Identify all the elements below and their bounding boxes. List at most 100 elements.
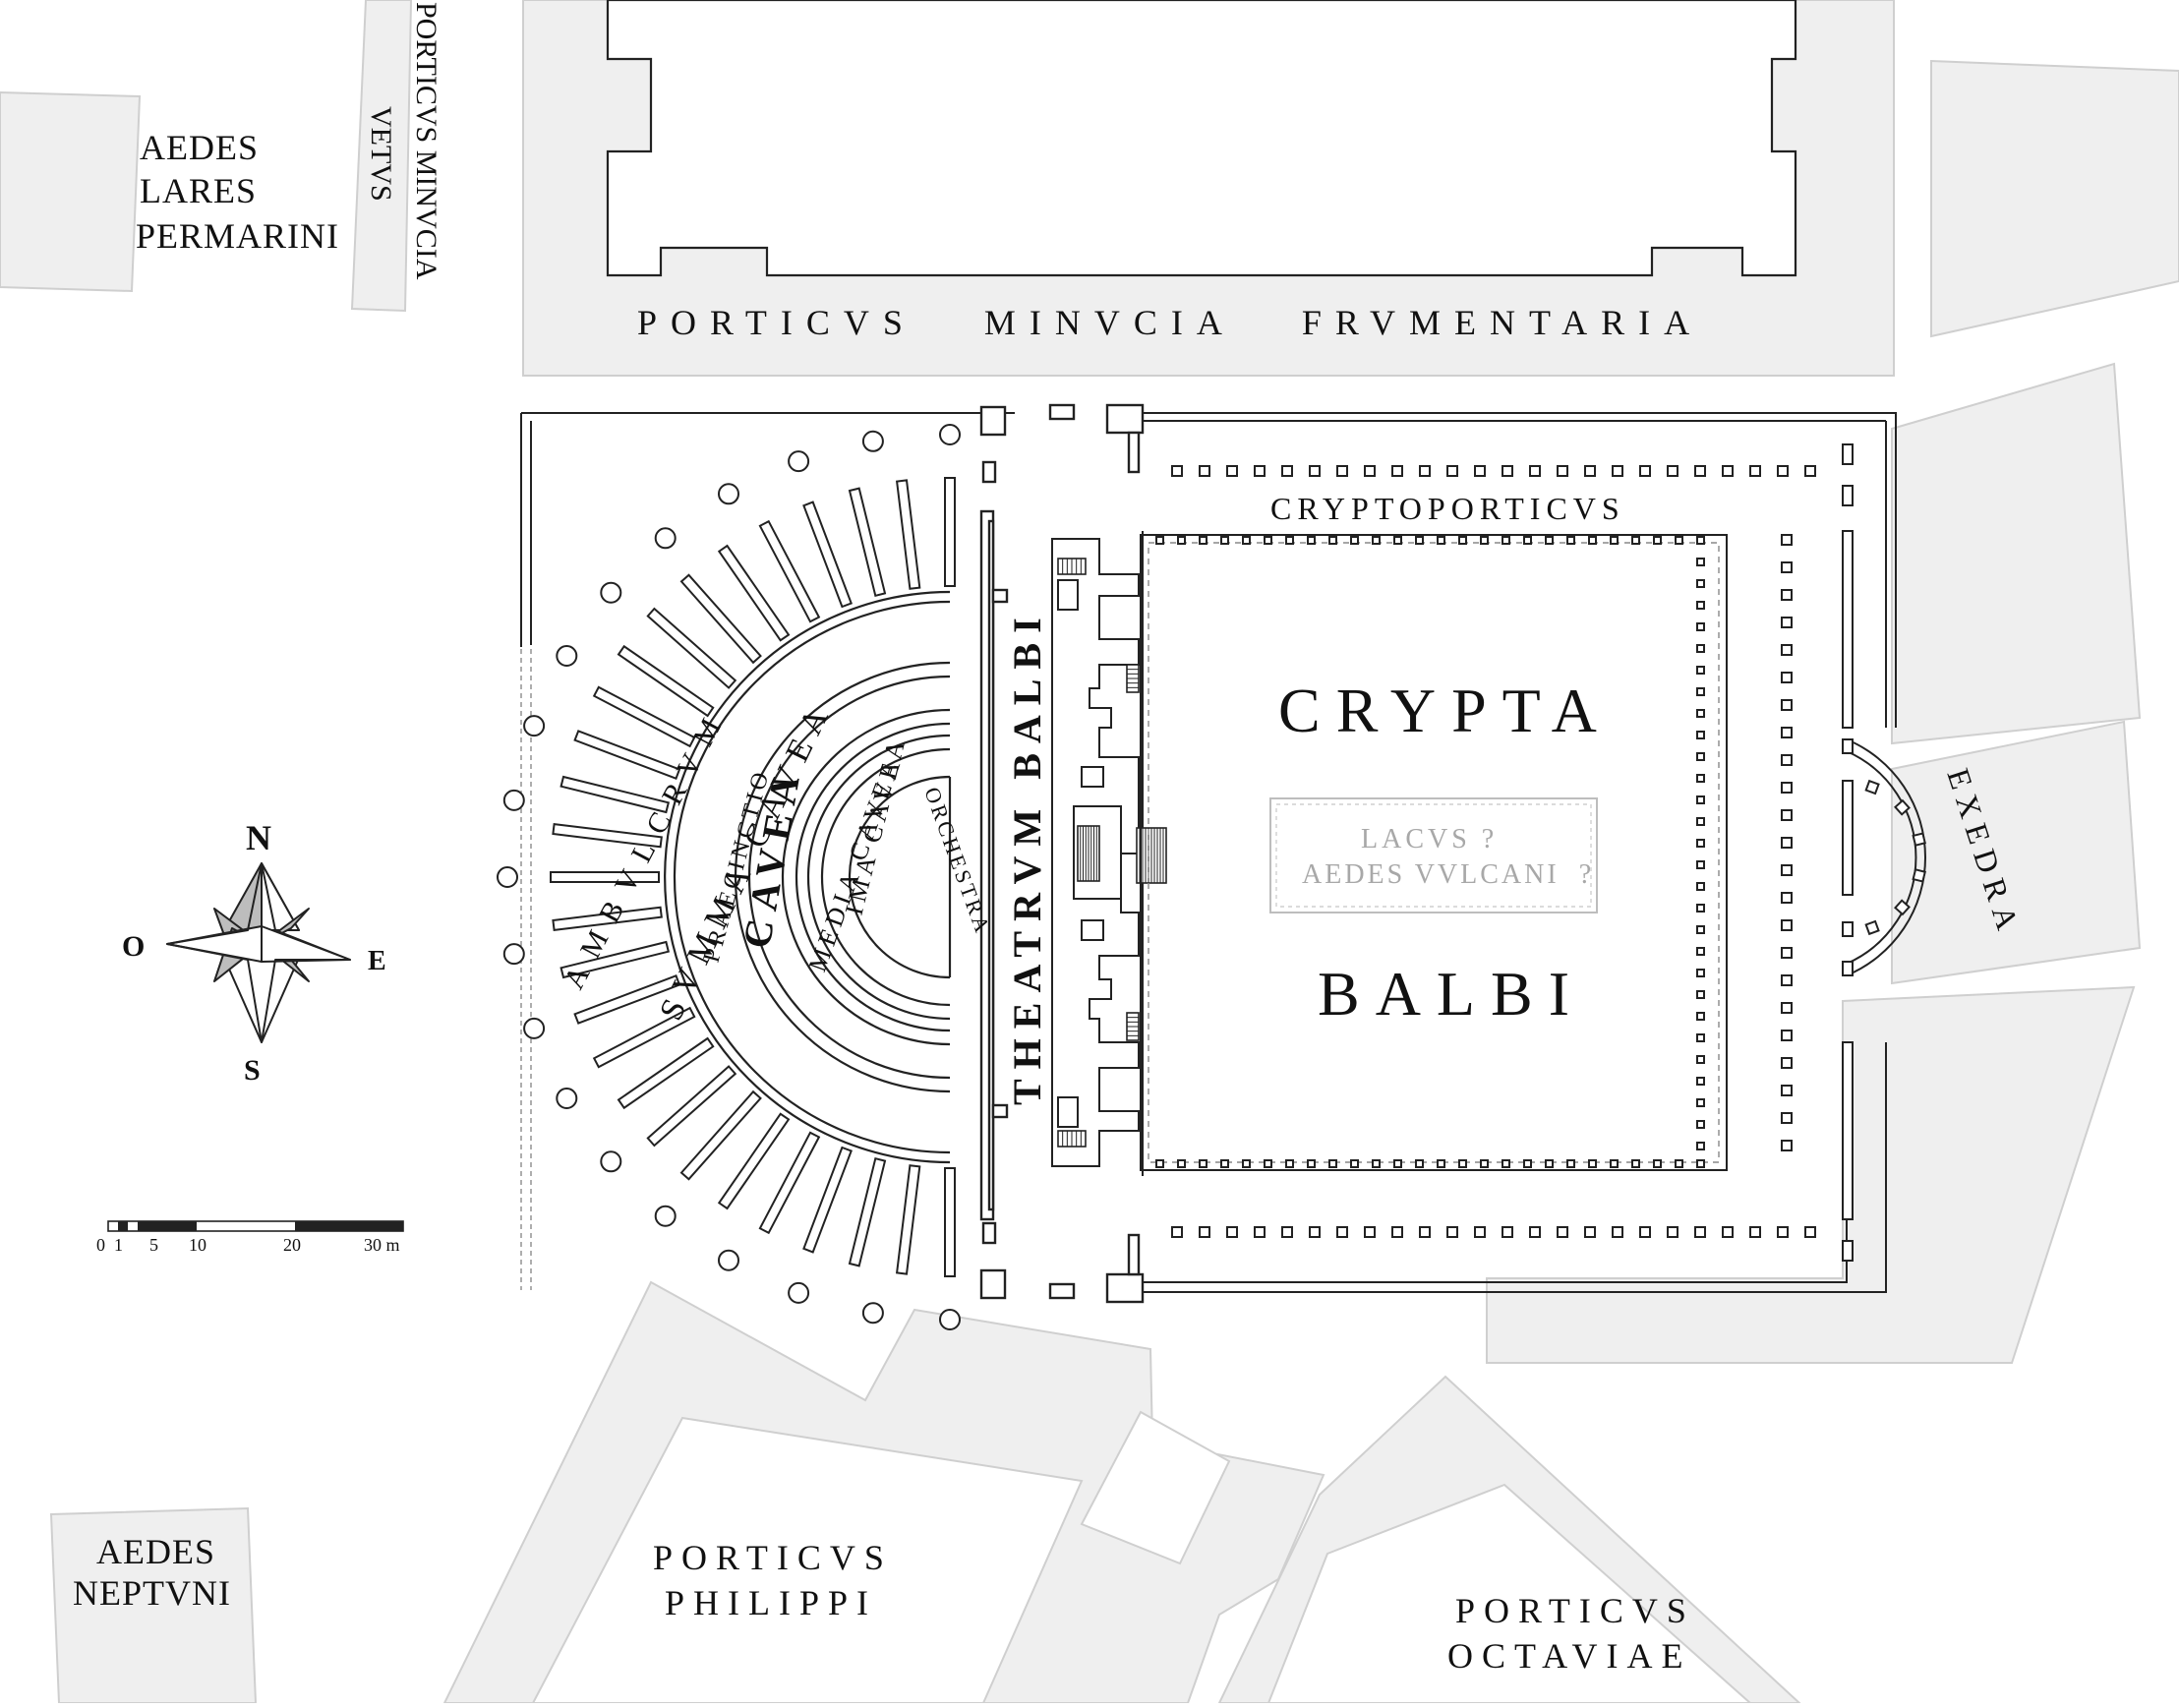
pier (1696, 622, 1705, 631)
portico-column (1529, 1226, 1541, 1238)
pier (1696, 1055, 1705, 1064)
scale-tick-20: 20 (283, 1235, 301, 1255)
portico-column (1781, 809, 1793, 821)
ambulacrum-column (502, 943, 525, 966)
pier (1696, 882, 1705, 891)
pier (1696, 579, 1705, 588)
portico-column (1781, 699, 1793, 711)
ambulacrum-column (556, 1088, 578, 1109)
portico-column (1781, 947, 1793, 959)
portico-column (1781, 1057, 1793, 1069)
theatrum-balbi-complex (497, 403, 1926, 1330)
label-aedes-vulcani: AEDES VVLCANI ? (1302, 859, 1594, 890)
pier (1199, 1159, 1207, 1168)
portico-column (1391, 1226, 1403, 1238)
pier (1696, 558, 1705, 566)
compass-icon (166, 862, 351, 1043)
portico-column (1781, 919, 1793, 931)
compass-o: O (122, 930, 145, 963)
exedra-structure (1842, 443, 1926, 1262)
pier (1631, 536, 1640, 545)
pier (1696, 731, 1705, 739)
portico-column (1226, 465, 1238, 477)
radial-wall (559, 940, 671, 979)
porticus-minucia-court (606, 0, 1797, 277)
east-block-4 (1486, 985, 2136, 1364)
radial-wall (717, 544, 791, 642)
entrance-piers (979, 403, 1145, 1304)
portico-column (1474, 465, 1486, 477)
radial-wall (552, 822, 663, 849)
pier (1545, 536, 1554, 545)
pier (1696, 860, 1705, 869)
pier (1415, 536, 1424, 545)
radial-wall (617, 1036, 715, 1110)
pier (991, 588, 1009, 604)
pier (1458, 1159, 1467, 1168)
ambulacrum-column (788, 1281, 810, 1304)
portico-column (1336, 465, 1348, 477)
radial-wall (848, 487, 887, 598)
portico-column (1364, 1226, 1376, 1238)
portico-column (1781, 1002, 1793, 1014)
pier (1264, 1159, 1272, 1168)
pier (1653, 536, 1662, 545)
portico-column (1781, 1030, 1793, 1041)
portico-column (1667, 1226, 1678, 1238)
pier (1393, 1159, 1402, 1168)
portico-column (1781, 1112, 1793, 1124)
pier (1696, 1098, 1705, 1107)
radial-wall (944, 477, 956, 587)
pier (1696, 1077, 1705, 1086)
ambulacrum-column (654, 1205, 677, 1227)
ambulacrum-columns (497, 424, 961, 1330)
portico-column (1781, 561, 1793, 573)
pier (1696, 990, 1705, 999)
portico-column (1199, 465, 1210, 477)
pier (1458, 536, 1467, 545)
portico-column (1722, 465, 1734, 477)
radial-wall (646, 1065, 737, 1148)
pier (1696, 947, 1705, 956)
portico-column (1474, 1226, 1486, 1238)
pier (991, 1103, 1009, 1119)
pier (1696, 817, 1705, 826)
portico-column (1749, 1226, 1761, 1238)
radial-wall (802, 501, 853, 609)
compass-rose: N S E O (122, 818, 386, 1087)
cavea-walls (663, 590, 952, 1164)
pier (1588, 1159, 1597, 1168)
portico-column (1612, 465, 1623, 477)
east-block-1 (1930, 59, 2179, 338)
ambulacrum-column (502, 789, 525, 811)
pier (1242, 1159, 1251, 1168)
portico-column (1254, 465, 1266, 477)
scale-tick-5: 5 (149, 1235, 158, 1255)
portico-column (1781, 837, 1793, 849)
ambulacrum-column (523, 715, 546, 737)
pier (1696, 687, 1705, 696)
lacus-box-inner (1275, 803, 1592, 908)
scale-tick-0: 0 (96, 1235, 105, 1255)
pier (1328, 536, 1337, 545)
ambulacrum-column (861, 430, 884, 452)
porticus-minucia-vetus-block (350, 0, 413, 313)
radial-wall (895, 479, 921, 590)
scale-tick-1: 1 (114, 1235, 123, 1255)
radial-wall (758, 519, 821, 623)
pier (1350, 1159, 1359, 1168)
portico-column (1781, 727, 1793, 738)
exedra-column (1864, 919, 1880, 936)
enclosure-wall (520, 412, 1897, 1293)
portico-column (1781, 974, 1793, 986)
stairs (1057, 558, 1167, 1148)
pier (1696, 774, 1705, 783)
pier (1631, 1159, 1640, 1168)
label-balbi: BALBI (1318, 959, 1585, 1029)
label-porticus-minucia-frumentaria: PORTICVS MINVCIA FRVMENTARIA (637, 303, 1703, 342)
ambulacrum-column (556, 645, 578, 667)
pier (1696, 709, 1705, 718)
east-block-2 (1891, 362, 2142, 745)
pier (1696, 644, 1705, 653)
scale-bar: 0 1 5 10 20 30 m (96, 1220, 404, 1255)
